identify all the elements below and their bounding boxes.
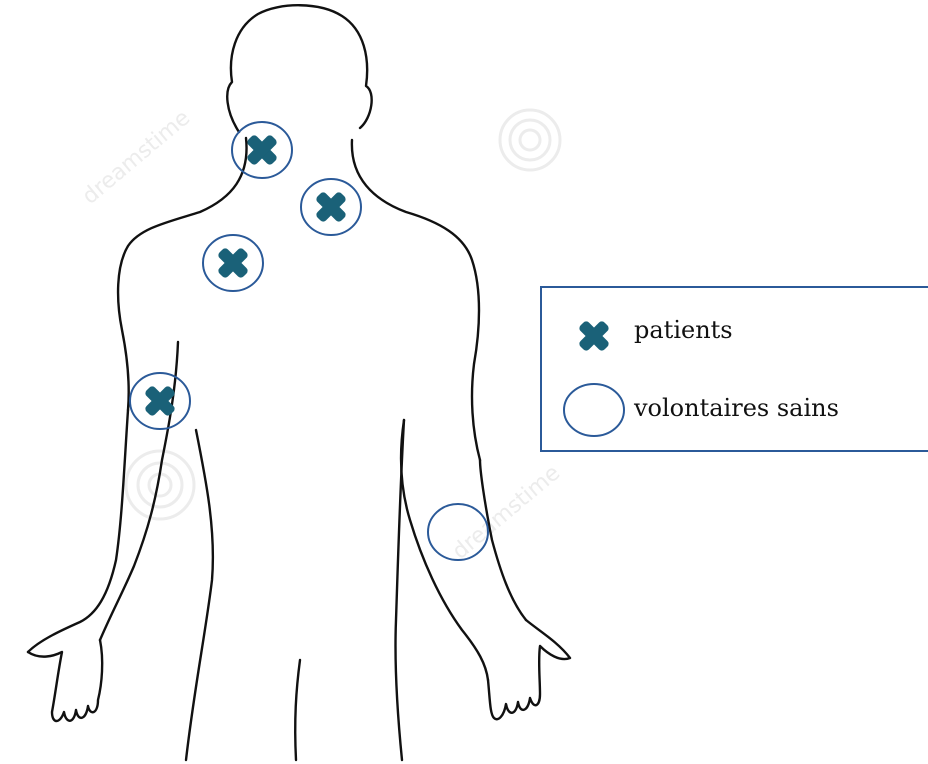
legend: patients volontaires sains — [540, 286, 928, 452]
x-mark-icon — [574, 316, 614, 356]
x-mark-icon — [315, 191, 348, 224]
body-outline — [28, 5, 570, 760]
legend-label-patients: patients — [634, 316, 733, 344]
patient-marks — [144, 134, 348, 418]
volunteer-circles — [130, 122, 488, 560]
circle-icon — [562, 382, 626, 438]
svg-text:dreamstime: dreamstime — [78, 106, 195, 210]
x-mark-icon — [246, 134, 279, 167]
svg-text:dreamstime: dreamstime — [448, 461, 565, 565]
legend-label-volunteers: volontaires sains — [634, 394, 839, 422]
watermark: dreamstime dreamstime — [78, 106, 565, 565]
x-mark-icon — [217, 247, 250, 280]
